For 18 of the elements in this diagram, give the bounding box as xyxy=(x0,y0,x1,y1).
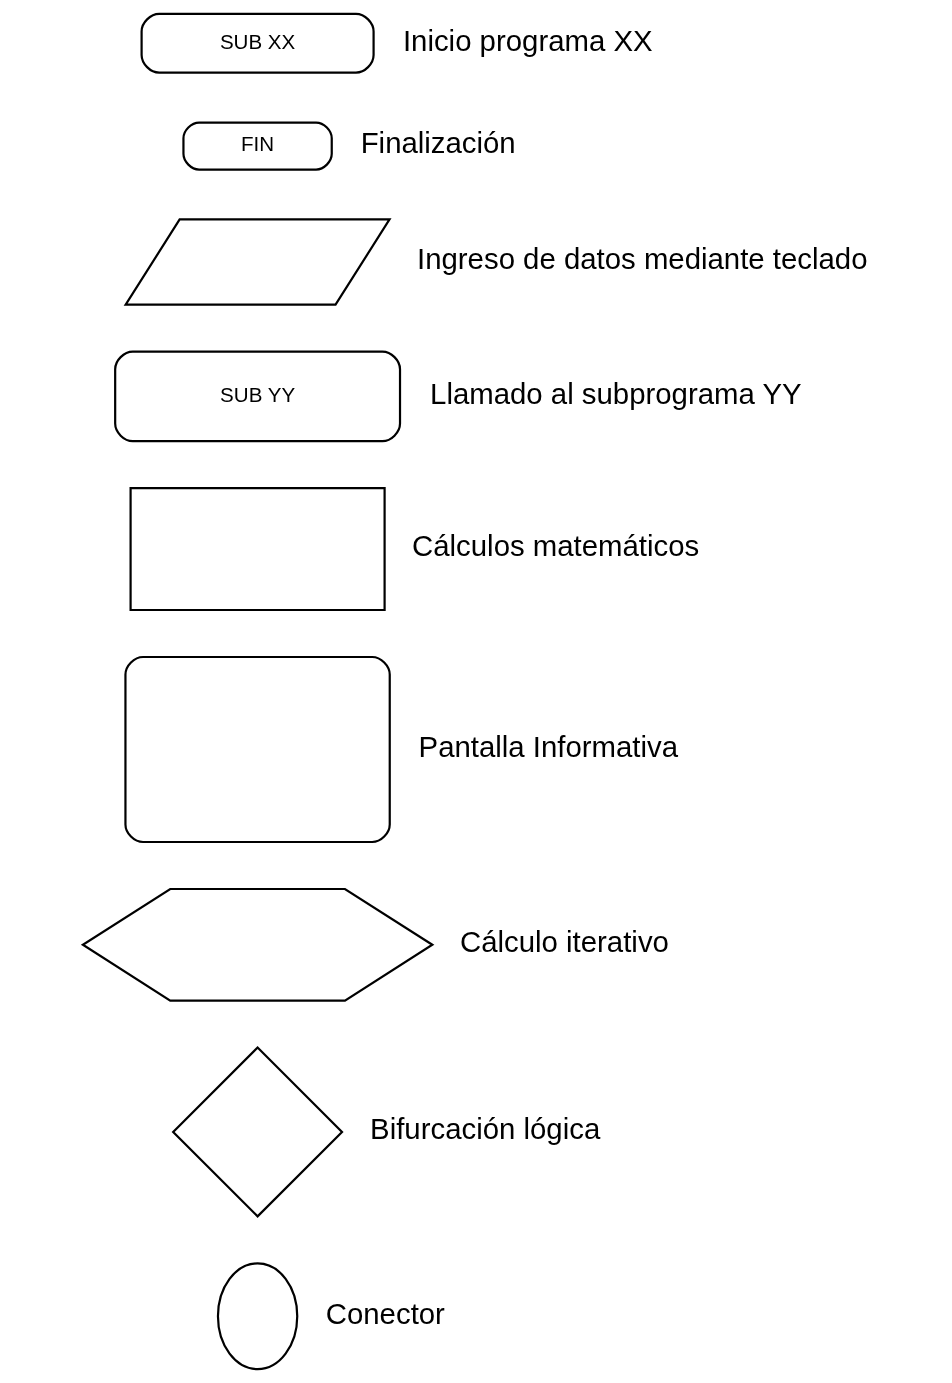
node-box xyxy=(129,487,386,612)
node-label: Finalización xyxy=(360,126,516,160)
node-label: Llamado al subprograma YY xyxy=(430,376,802,410)
node-label: Ingreso de datos mediante teclado xyxy=(417,242,868,276)
node-hexagon xyxy=(80,887,435,1002)
node-diamond xyxy=(171,1046,344,1218)
node-parallelogram xyxy=(123,218,392,306)
node-label: Bifurcación lógica xyxy=(370,1112,601,1146)
node-label: Conector xyxy=(325,1296,445,1330)
node-circle xyxy=(216,1262,299,1371)
node-label: Inicio programa XX xyxy=(402,23,653,57)
node-label: Pantalla Informativa xyxy=(418,729,679,763)
node-label: Cálculo iterativo xyxy=(460,925,669,959)
node-box: FIN xyxy=(182,121,333,171)
node-box xyxy=(124,655,391,844)
node-box: SUB YY xyxy=(114,350,402,443)
node-box: SUB XX xyxy=(140,12,375,74)
node-label: Cálculos matemáticos xyxy=(412,529,700,563)
